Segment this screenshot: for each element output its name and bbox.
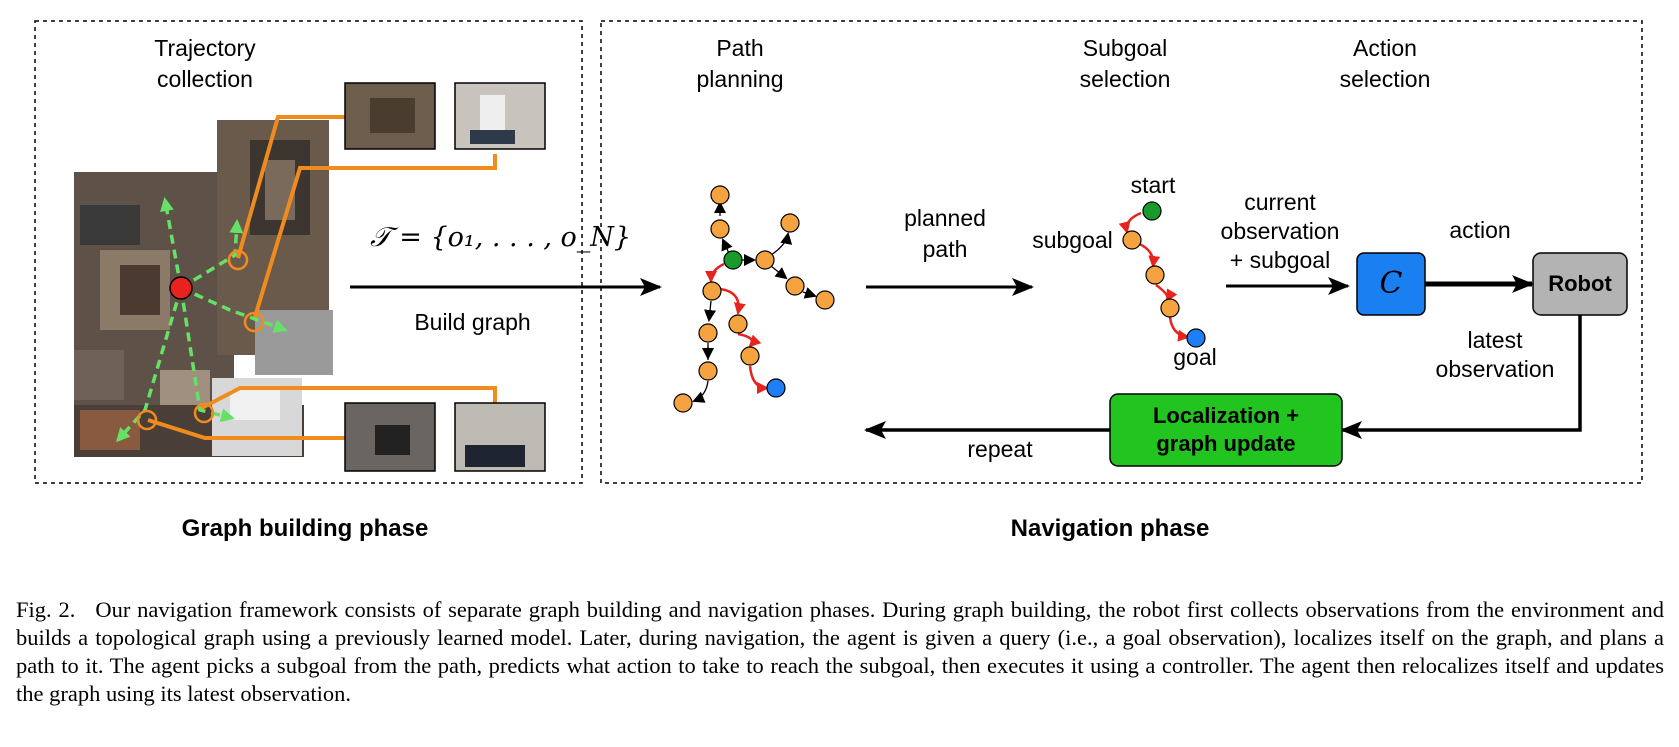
subgoal-selection-label: Subgoal selection — [1079, 35, 1171, 92]
action-selection-label: Action selection — [1339, 35, 1431, 92]
graph-building-panel — [34, 20, 583, 484]
controller-label: C — [1379, 266, 1403, 301]
navigation-phase-title: Navigation phase — [1010, 515, 1210, 542]
graph-building-phase-title: Graph building phase — [181, 515, 429, 542]
observation-markers — [136, 249, 265, 431]
current-observation-label: current observation + subgoal — [1220, 189, 1340, 273]
trajectory-formula: 𝒯 = {o₁, . . . , o_N} — [370, 222, 632, 253]
figure-number: Fig. 2. — [16, 597, 76, 622]
subgoal-path — [1118, 201, 1206, 348]
figure-caption: Fig. 2.Our navigation framework consists… — [16, 596, 1664, 708]
start-label: start — [1130, 172, 1176, 198]
latest-observation-arrow — [1340, 315, 1582, 439]
robot-label: Robot — [1548, 271, 1612, 296]
build-graph-label: Build graph — [414, 309, 531, 335]
observation-thumbnails — [344, 82, 546, 472]
localization-label: Localization + graph update — [1152, 403, 1300, 456]
thumbnail-3 — [344, 402, 436, 472]
figure-diagram — [34, 20, 1643, 484]
path-planning-graph — [673, 185, 835, 413]
path-planning-label: Path planning — [696, 35, 784, 92]
caption-text: Our navigation framework consists of sep… — [16, 597, 1665, 706]
subgoal-label: subgoal — [1032, 227, 1113, 253]
latest-observation-label: latest observation — [1435, 327, 1555, 382]
action-label: action — [1449, 217, 1511, 243]
robot-start-position — [169, 276, 193, 300]
planned-path-label: planned path — [904, 205, 986, 262]
thumbnail-links — [147, 115, 497, 440]
goal-label: goal — [1173, 344, 1217, 370]
figure: Trajectory collection 𝒯 = {o₁, . . . , o… — [34, 20, 1643, 542]
navigation-panel — [600, 20, 1643, 484]
repeat-label: repeat — [967, 436, 1033, 462]
trajectory-label: Trajectory collection — [154, 35, 256, 92]
